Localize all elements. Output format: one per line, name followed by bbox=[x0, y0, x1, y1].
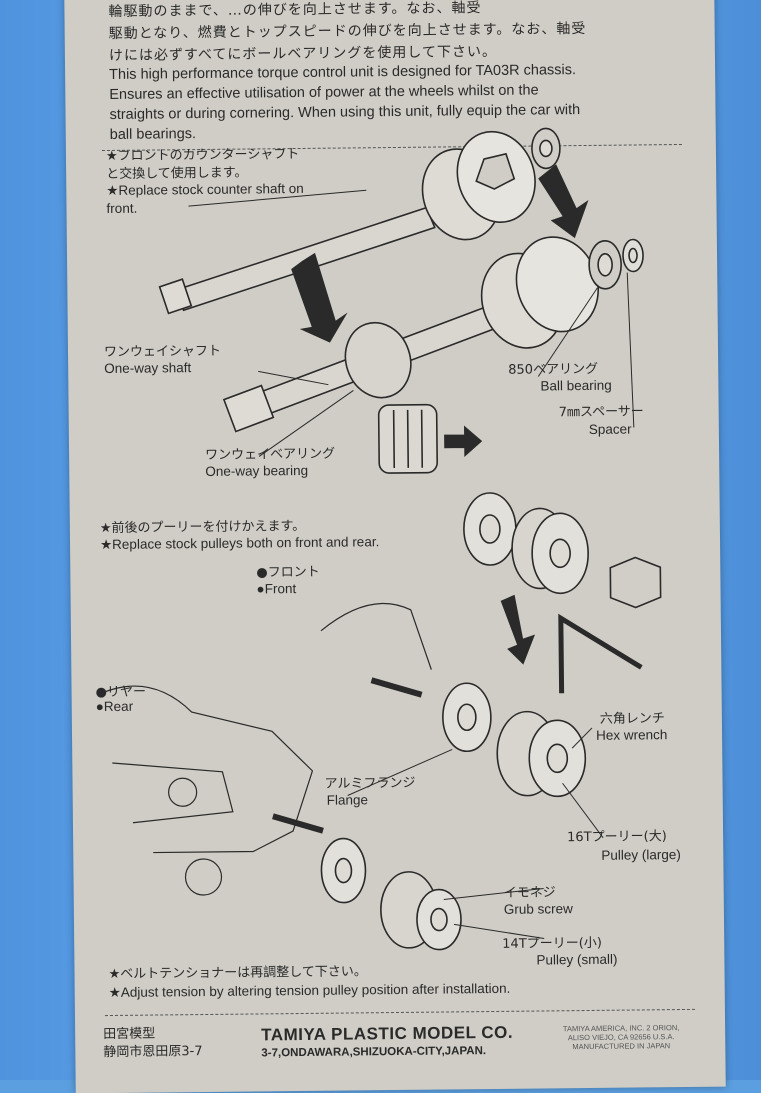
label-oneway-bearing-en: One-way bearing bbox=[205, 462, 309, 479]
leader-lines-lower bbox=[347, 727, 604, 939]
label-oneway-bearing-jp: ワンウェイベアリング bbox=[205, 446, 336, 463]
label-pulley-small-jp: 14Tプーリー(小) bbox=[502, 935, 602, 952]
footer-us-info: TAMIYA AMERICA, INC. 2 ORION, ALISO VIEJ… bbox=[541, 1023, 701, 1052]
label-front-jp: ●フロント bbox=[256, 564, 320, 581]
label-grub-screw-jp: イモネジ bbox=[503, 885, 556, 901]
label-spacer-jp: 7㎜スペーサー bbox=[558, 404, 644, 421]
note-counter-shaft-en-2: front. bbox=[106, 200, 138, 217]
footer-jp-company: 田宮模型 bbox=[103, 1026, 156, 1043]
label-oneway-shaft-en: One-way shaft bbox=[104, 360, 192, 377]
assembly-diagram bbox=[101, 127, 662, 951]
note-pulleys-en: ★Replace stock pulleys both on front and… bbox=[99, 534, 380, 553]
label-rear-en: ●Rear bbox=[95, 698, 134, 715]
oneway-bearing-illustration bbox=[377, 403, 483, 474]
label-rear-jp: ●リヤー bbox=[95, 684, 147, 701]
note-tension-jp: ★ベルトテンショナーは再調整して下さい。 bbox=[108, 964, 367, 983]
label-flange-en: Flange bbox=[326, 792, 369, 808]
label-oneway-shaft-jp: ワンウェイシャフト bbox=[103, 343, 222, 361]
leader-lines bbox=[188, 189, 635, 457]
chassis-outline bbox=[101, 602, 432, 896]
label-pulley-large-en: Pulley (large) bbox=[601, 847, 681, 863]
label-grub-screw-en: Grub screw bbox=[503, 901, 573, 917]
footer-address: 3-7,ONDAWARA,SHIZUOKA-CITY,JAPAN. bbox=[261, 1045, 487, 1060]
direction-arrows bbox=[291, 164, 589, 665]
rear-pulley-large-illustration bbox=[442, 682, 587, 798]
label-pulley-small-en: Pulley (small) bbox=[536, 951, 618, 968]
front-pulley-illustration bbox=[463, 492, 662, 609]
note-pulleys-jp: ★前後のプーリーを付けかえます。 bbox=[99, 518, 306, 537]
label-flange-jp: アルミフランジ bbox=[324, 775, 416, 792]
label-ball-bearing-jp: 850ベアリング bbox=[508, 361, 599, 378]
instruction-card: 輪駆動のままで、…の伸びを向上させます。なお、軸受 駆動となり、燃費とトップスピ… bbox=[64, 0, 726, 1093]
footer-us-line-3: MANUFACTURED IN JAPAN bbox=[572, 1041, 671, 1052]
note-counter-shaft-jp-2: と交換して使用します。 bbox=[106, 165, 248, 183]
label-hex-wrench-jp: 六角レンチ bbox=[599, 711, 665, 727]
footer-jp-address: 静岡市恩田原3-7 bbox=[103, 1044, 203, 1061]
counter-shaft-illustration bbox=[158, 127, 561, 315]
rear-pulley-small-illustration bbox=[320, 837, 462, 951]
footer-company: TAMIYA PLASTIC MODEL CO. bbox=[261, 1022, 514, 1045]
oneway-shaft-illustration bbox=[222, 236, 644, 433]
label-front-en: ●Front bbox=[256, 581, 297, 597]
label-spacer-en: Spacer bbox=[588, 421, 632, 437]
hex-wrench-illustration bbox=[558, 613, 643, 694]
label-pulley-large-jp: 16Tプーリー(大) bbox=[567, 829, 667, 846]
note-counter-shaft-en-1: ★Replace stock counter shaft on bbox=[106, 180, 304, 199]
note-counter-shaft-jp-1: ★フロントのカウンターシャフト bbox=[105, 146, 300, 165]
label-ball-bearing-en: Ball bearing bbox=[540, 377, 612, 394]
label-hex-wrench-en: Hex wrench bbox=[595, 727, 668, 743]
